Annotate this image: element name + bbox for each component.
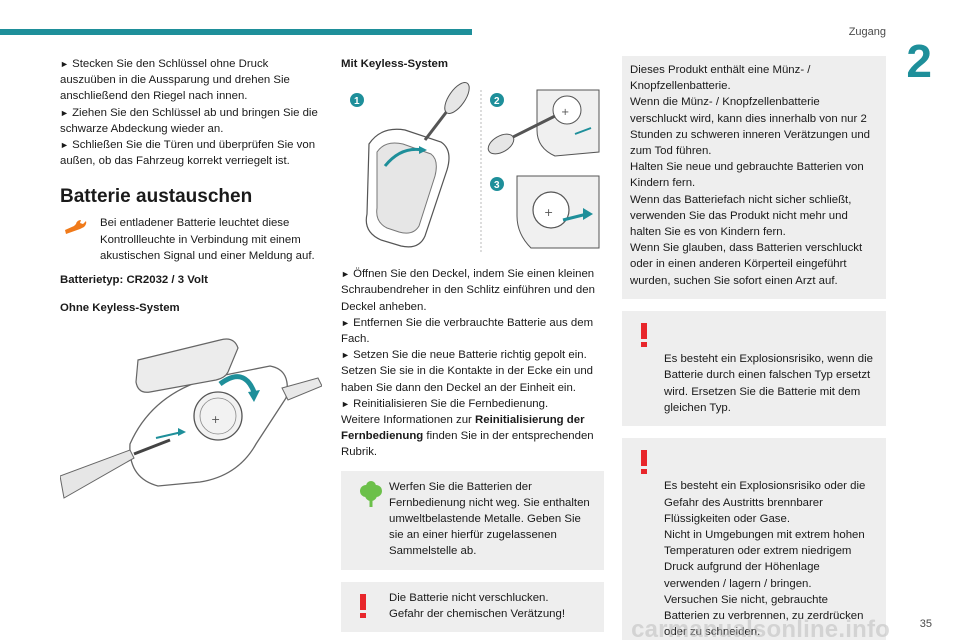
- wrench-warning-light-icon: [60, 217, 94, 244]
- column-middle: Mit Keyless-System 1 2 + 3: [341, 56, 604, 633]
- more-info-link-text: Reinitialisierung der Fernbedienung: [341, 414, 585, 443]
- bullet-arrow-icon: ►: [60, 140, 69, 151]
- svg-text:+: +: [211, 413, 220, 426]
- step-1-marker: [350, 93, 364, 108]
- subheading-no-keyless: Ohne Keyless-System: [60, 302, 180, 315]
- page-number: 35: [919, 617, 932, 630]
- coin-battery-info-box: Dieses Produkt enthält eine Münz- / Knop…: [622, 56, 886, 299]
- step-item: ► Entfernen Sie die verbrauchte Batterie…: [341, 316, 594, 346]
- bullet-arrow-icon: ►: [60, 107, 69, 118]
- bullet-arrow-icon: ►: [341, 269, 350, 280]
- step-3-marker: [490, 177, 504, 192]
- svg-text:1: 1: [354, 96, 360, 107]
- bullet-arrow-icon: ►: [341, 317, 350, 328]
- chapter-number: 2: [906, 35, 932, 87]
- section-title: Batterie austauschen: [60, 186, 253, 208]
- step-item: ► Ziehen Sie den Schlüssel ab und bringe…: [60, 106, 318, 135]
- swallow-warning-box: Die Batterie nicht verschlucken. Gefahr …: [341, 581, 604, 633]
- chapter-title: Zugang: [848, 26, 886, 38]
- column-right: Dieses Produkt enthält eine Münz- / Knop…: [622, 56, 886, 640]
- more-info: Weitere Informationen zur Reinitialisier…: [341, 414, 594, 459]
- svg-text:+: +: [561, 107, 569, 118]
- step-item: ► Stecken Sie den Schlüssel ohne Druck a…: [60, 58, 290, 103]
- warning-light-note: Bei entladener Batterie leuchtet diese K…: [60, 215, 322, 264]
- step-item: ► Schließen Sie die Türen und überprüfen…: [60, 139, 316, 168]
- step-item: ► Reinitialisieren Sie die Fernbedienung…: [341, 397, 549, 410]
- svg-text:3: 3: [494, 180, 500, 191]
- step-item: ► Öffnen Sie den Deckel, indem Sie einen…: [341, 268, 595, 313]
- explosion-warning-box-2: Es besteht ein Explosionsrisiko oder die…: [622, 438, 886, 640]
- svg-text:+: +: [544, 206, 553, 219]
- bullet-arrow-icon: ►: [341, 398, 350, 409]
- tree-eco-icon: [360, 480, 382, 507]
- warning-exclamation-icon: [641, 322, 647, 347]
- battery-type: Batterietyp: CR2032 / 3 Volt: [60, 274, 208, 287]
- step-2-marker: [490, 93, 504, 108]
- explosion-warning-box-1: Es besteht ein Explosionsrisiko, wenn di…: [622, 310, 886, 427]
- keyless-battery-figure: 1 2 + 3 +: [341, 80, 604, 260]
- subheading-keyless: Mit Keyless-System: [341, 58, 448, 70]
- eco-note-box: Werfen Sie die Batterien der Fernbedienu…: [341, 470, 604, 570]
- step-item: ► Setzen Sie die neue Batterie richtig g…: [341, 349, 594, 394]
- bullet-arrow-icon: ►: [341, 350, 350, 361]
- bullet-arrow-icon: ►: [60, 59, 69, 69]
- eco-note-text: Werfen Sie die Batterien der Fernbedienu…: [389, 480, 590, 558]
- warning-exclamation-icon: [360, 593, 366, 618]
- watermark: carmanualsonline.info: [631, 615, 890, 640]
- svg-text:2: 2: [494, 96, 500, 107]
- column-left: ► Stecken Sie den Schlüssel ohne Druck a…: [59, 56, 323, 504]
- header-accent-bar: [0, 29, 472, 35]
- warning-exclamation-icon: [641, 450, 647, 475]
- key-battery-figure: +: [59, 326, 323, 504]
